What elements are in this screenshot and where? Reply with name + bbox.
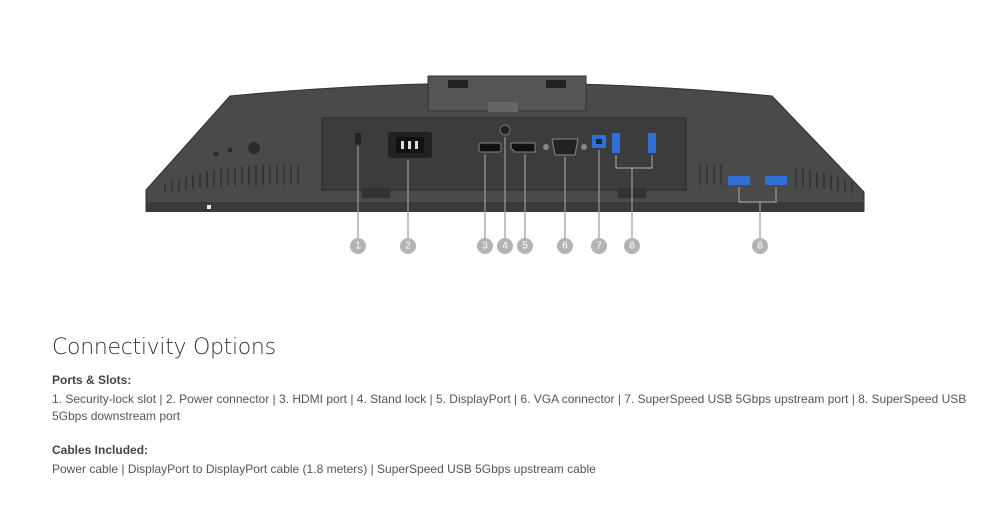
- callout-8-side-label: 8: [757, 241, 763, 252]
- stand-lock: [499, 124, 511, 136]
- callout-7: 7: [591, 238, 607, 254]
- callout-leader-lines: [357, 137, 777, 238]
- callout-1-label: 1: [355, 241, 361, 252]
- hdmi-port: [478, 142, 502, 153]
- callout-7-label: 7: [596, 241, 602, 252]
- callout-5: 5: [517, 238, 533, 254]
- callout-6-label: 6: [562, 241, 568, 252]
- security-lock-slot: [355, 133, 361, 144]
- callout-5-label: 5: [522, 241, 528, 252]
- usb-downstream-port-rear-2: [648, 133, 656, 153]
- callout-8-rear: 8: [624, 238, 640, 254]
- ports-text: 1. Security-lock slot | 2. Power connect…: [52, 392, 967, 423]
- ports-block: Ports & Slots: 1. Security-lock slot | 2…: [52, 373, 972, 425]
- callout-3-label: 3: [482, 241, 488, 252]
- callout-2-label: 2: [405, 241, 411, 252]
- joystick-button: [248, 142, 260, 154]
- section-title: Connectivity Options: [52, 335, 276, 360]
- callout-2: 2: [400, 238, 416, 254]
- left-vent: [164, 165, 299, 193]
- ports-heading: Ports & Slots:: [52, 373, 132, 387]
- usb-downstream-port-side-1: [728, 176, 750, 185]
- right-vent: [699, 165, 853, 193]
- callout-6: 6: [557, 238, 573, 254]
- cables-block: Cables Included: Power cable | DisplayPo…: [52, 443, 972, 478]
- vga-connector: [551, 138, 579, 156]
- callout-1: 1: [350, 238, 366, 254]
- usb-downstream-port-rear-1: [612, 133, 620, 153]
- callout-8-rear-label: 8: [629, 241, 635, 252]
- displayport-port: [510, 142, 536, 153]
- callout-8-side: 8: [752, 238, 768, 254]
- usb-downstream-port-side-2: [765, 176, 787, 185]
- callout-3: 3: [477, 238, 493, 254]
- callout-4: 4: [497, 238, 513, 254]
- monitor-rear-ports-image: 1 2 3 4 5 6 7 8: [145, 75, 865, 254]
- cables-heading: Cables Included:: [52, 443, 149, 457]
- cables-text: Power cable | DisplayPort to DisplayPort…: [52, 462, 596, 476]
- callout-4-label: 4: [502, 241, 508, 252]
